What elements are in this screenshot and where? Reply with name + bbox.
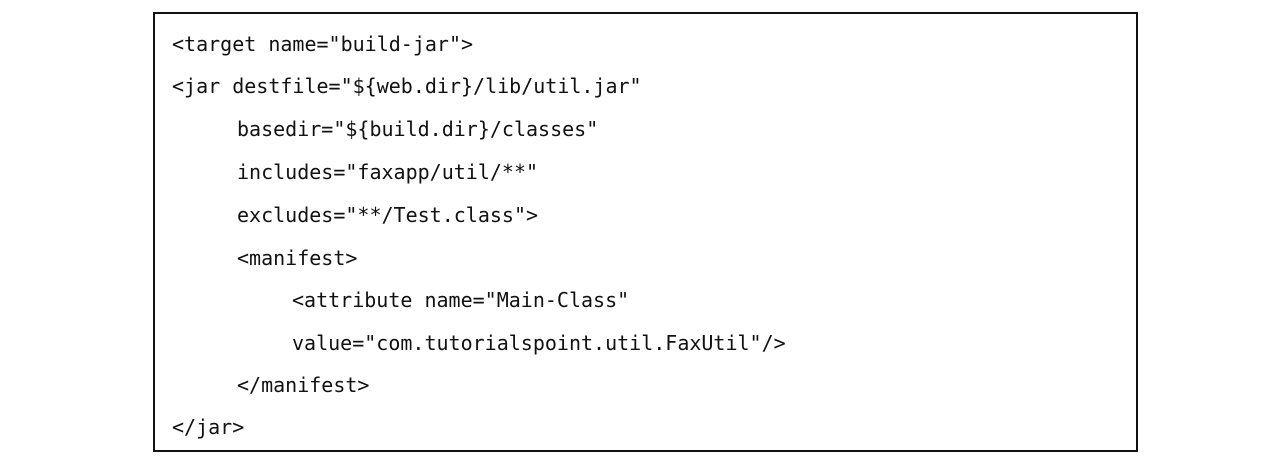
code-line-6: <manifest> [237, 246, 358, 270]
code-line-8: value="com.tutorialspoint.util.FaxUtil"/… [292, 331, 786, 355]
code-line-9: </manifest> [237, 373, 370, 397]
code-line-1: <target name="build-jar"> [172, 32, 474, 56]
code-block: <target name="build-jar"> <jar destfile=… [153, 12, 1138, 452]
code-line-3: basedir="${build.dir}/classes" [237, 117, 599, 141]
code-line-2: <jar destfile="${web.dir}/lib/util.jar" [172, 74, 642, 98]
code-line-5: excludes="**/Test.class"> [237, 203, 539, 227]
code-line-7: <attribute name="Main-Class" [292, 288, 630, 312]
code-line-10: </jar> [172, 415, 245, 439]
code-line-4: includes="faxapp/util/**" [237, 160, 539, 184]
